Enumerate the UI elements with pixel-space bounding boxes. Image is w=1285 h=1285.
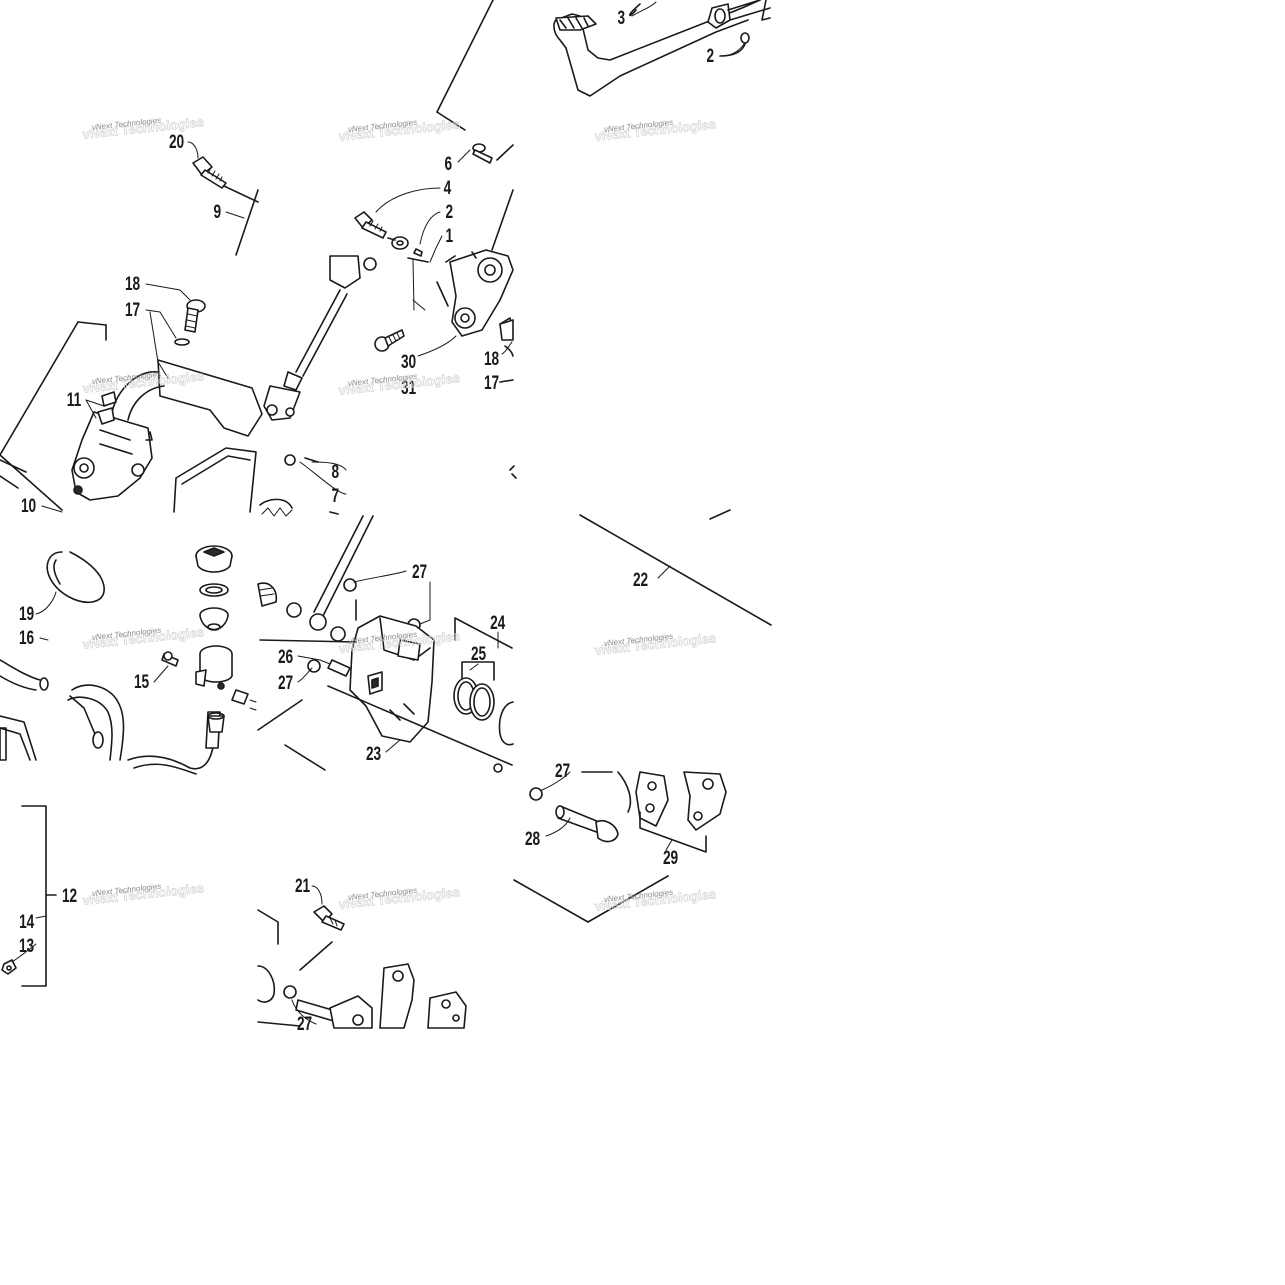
watermark: vNext Technologies vNext Technologies — [337, 116, 460, 144]
bracket-12 — [1, 805, 57, 987]
callout-26: 26 — [278, 646, 293, 668]
callout-2: 2 — [706, 45, 714, 67]
callout-18: 18 — [484, 348, 499, 370]
master-cylinder — [0, 359, 263, 501]
callout-19: 19 — [19, 603, 34, 625]
callout-2: 2 — [445, 201, 453, 223]
watermark: vNext Technologies vNext Technologies — [81, 880, 204, 908]
callout-16: 16 — [19, 627, 34, 649]
callout-6: 6 — [444, 153, 452, 175]
callout-30: 30 — [401, 351, 416, 373]
leader-lines — [11, 1, 745, 1025]
callout-13: 13 — [19, 935, 34, 957]
clevis-pin-6 — [472, 143, 493, 164]
watermark: vNext Technologies vNext Technologies — [593, 886, 716, 914]
callout-18: 18 — [125, 273, 140, 295]
watermark: vNext Technologies vNext Technologies — [337, 884, 460, 912]
callout-27: 27 — [412, 561, 427, 583]
watermark: vNext Technologies vNext Technologies — [81, 624, 204, 652]
reservoir-15 — [161, 545, 257, 733]
callout-12: 12 — [62, 885, 77, 907]
piston-seals — [453, 617, 514, 773]
callout-31: 31 — [401, 377, 416, 399]
bolt-30 — [374, 259, 426, 352]
pads-and-pin — [513, 771, 727, 923]
watermarks: vNext Technologies vNext Technologies vN… — [81, 114, 716, 914]
bolt-4-assembly — [354, 211, 423, 257]
callout-20: 20 — [169, 131, 184, 153]
caliper-assembly — [257, 515, 513, 771]
watermark: vNext Technologies vNext Technologies — [81, 114, 204, 142]
callout-9: 9 — [213, 201, 221, 223]
callout-11: 11 — [67, 389, 81, 411]
callout-21: 21 — [295, 875, 310, 897]
pedal-bracket — [407, 249, 514, 339]
callout-27: 27 — [555, 760, 570, 782]
brake-pedal — [553, 0, 771, 97]
hose-clamp-19 — [46, 551, 105, 603]
callout-4: 4 — [444, 177, 452, 199]
callout-labels: 1 2 2 3 4 6 7 8 9 10 11 12 13 14 15 16 1… — [19, 7, 714, 1035]
callout-17: 17 — [125, 299, 140, 321]
callout-14: 14 — [19, 911, 35, 933]
callout-7: 7 — [331, 485, 339, 507]
pushrod — [263, 255, 377, 421]
callout-29: 29 — [663, 847, 678, 869]
callout-22: 22 — [633, 569, 648, 591]
callout-23: 23 — [366, 743, 381, 765]
watermark: vNext Technologies vNext Technologies — [593, 630, 716, 658]
callout-17: 17 — [484, 372, 499, 394]
callout-10: 10 — [21, 495, 36, 517]
frame-lines — [0, 0, 772, 626]
lower-caliper — [257, 905, 467, 1029]
callout-27: 27 — [278, 672, 293, 694]
mounting-plate — [173, 447, 517, 517]
callout-24: 24 — [490, 612, 506, 634]
callout-15: 15 — [134, 671, 149, 693]
fitting-18-17-right — [499, 319, 514, 383]
callout-27: 27 — [297, 1013, 312, 1035]
callout-28: 28 — [525, 828, 540, 850]
callout-25: 25 — [471, 643, 486, 665]
callout-1: 1 — [445, 225, 453, 247]
callout-8: 8 — [331, 461, 339, 483]
bolt-20 — [192, 156, 259, 203]
bolt-18-washer-17 — [174, 299, 206, 346]
watermark: vNext Technologies vNext Technologies — [593, 116, 716, 144]
brake-hose-16 — [0, 659, 221, 775]
callout-3: 3 — [617, 7, 625, 29]
watermark: vNext Technologies vNext Technologies — [337, 370, 460, 398]
